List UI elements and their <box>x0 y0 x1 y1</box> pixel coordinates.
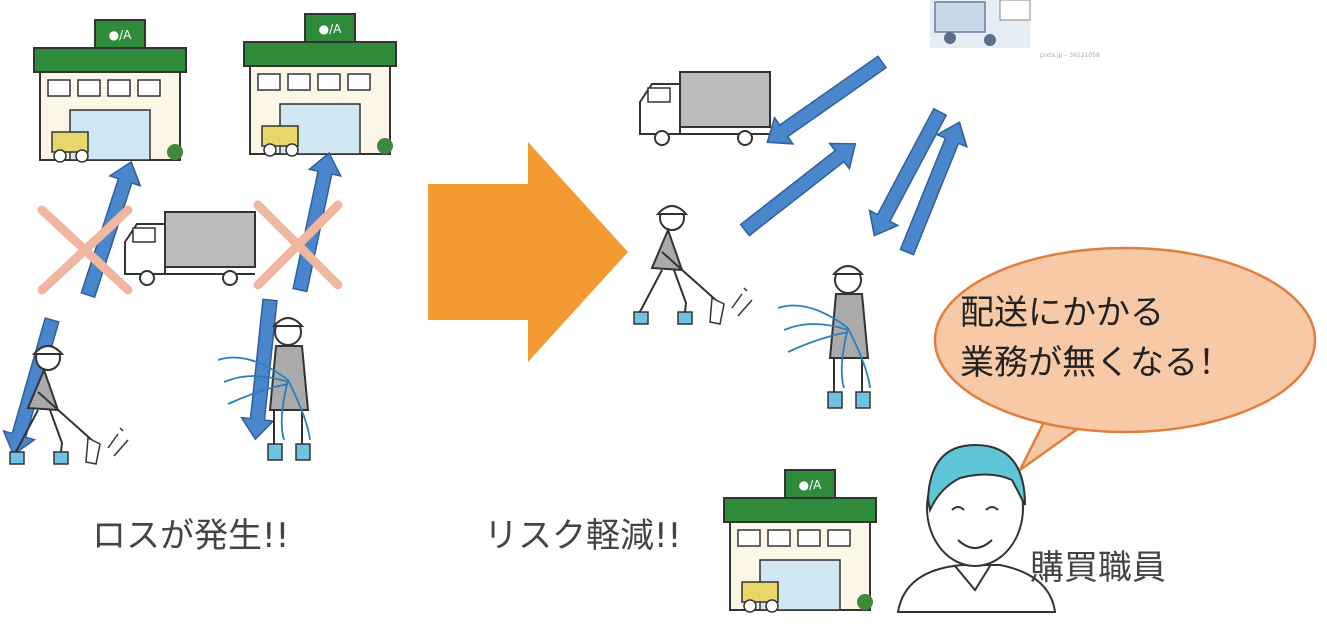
purchasing-staff-illustration <box>896 443 1057 613</box>
delivery-center-illustration <box>930 0 1031 48</box>
delivery-truck-illustration <box>124 211 256 286</box>
delivery-arrows-right <box>734 48 976 259</box>
cross-mark-icon <box>37 205 133 295</box>
speech-bubble-line: 業務が無くなる！ <box>960 343 1232 383</box>
farmer-rice-illustration <box>777 265 871 409</box>
ja-store-illustration <box>243 13 397 157</box>
speech-bubble-text: 配送にかかる 業務が無くなる！ <box>960 288 1300 388</box>
delivery-truck-illustration <box>639 71 771 146</box>
ja-store-illustration <box>723 469 877 613</box>
risk-reduction-label: リスク軽減!! <box>484 516 682 556</box>
speech-bubble <box>933 246 1317 472</box>
farmer-digging-illustration <box>633 205 753 325</box>
image-credit: pixta.jp – 36521058 <box>1040 52 1100 59</box>
cross-mark-icon <box>253 200 343 290</box>
speech-bubble-line: 配送にかかる <box>960 293 1164 333</box>
purchasing-staff-label: 購買職員 <box>1030 548 1166 588</box>
big-transition-arrow <box>428 142 628 362</box>
ja-store-illustration <box>33 19 187 163</box>
loss-label: ロスが発生!! <box>92 516 290 556</box>
